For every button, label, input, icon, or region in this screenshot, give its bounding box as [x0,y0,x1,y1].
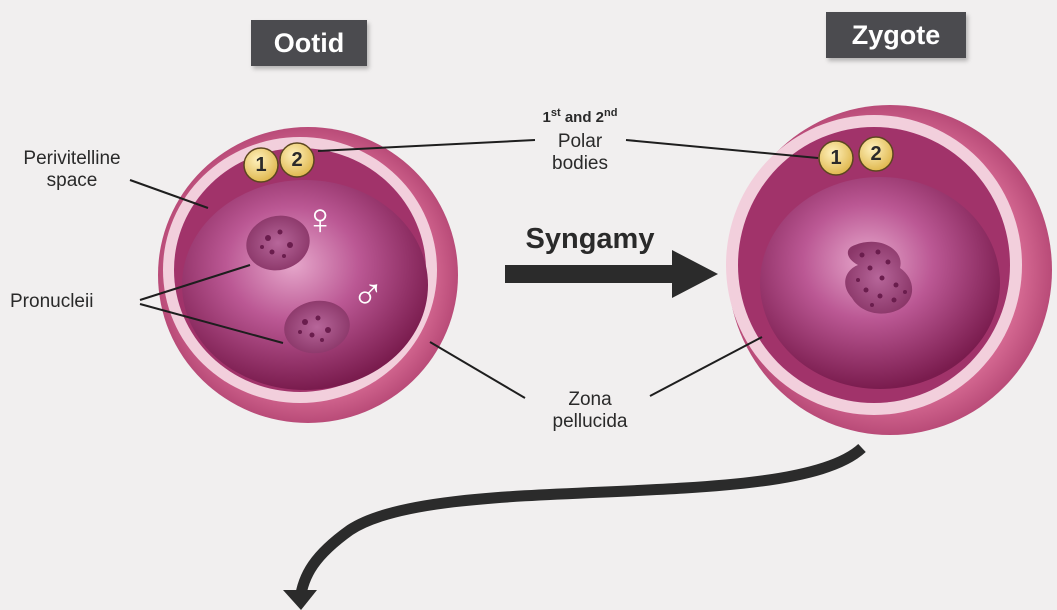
zygote-polar-number-2: 2 [866,143,886,165]
pronucleii-label: Pronucleii [10,291,132,313]
polar-bodies-order: 1st and 2nd [505,102,655,129]
syngamy-label: Syngamy [515,222,665,256]
zygote-polar-number-1: 1 [826,147,846,169]
continuation-arrow [300,448,862,600]
female-symbol: ♀ [300,195,340,245]
ootid-title: Ootid [251,20,367,66]
polar-bodies-line1: Polar [505,131,655,153]
ootid-polar-number-2: 2 [287,149,307,171]
polar-bodies-label: 1st and 2nd Polar bodies [505,102,655,175]
perivitelline-label: Perivitelline space [4,148,140,192]
zygote-title: Zygote [826,12,966,58]
continuation-arrowhead [283,590,317,610]
perivitelline-label-line2: space [4,170,140,192]
zona-pellucida-label: Zona pellucida [520,389,660,433]
zona-leader-right [650,337,762,396]
male-symbol: ♂ [348,270,388,320]
syngamy-arrow [505,250,718,298]
zona-label-line2: pellucida [520,411,660,433]
zona-leader-left [430,342,525,398]
perivitelline-label-line1: Perivitelline [4,148,140,170]
zona-label-line1: Zona [520,389,660,411]
polar-bodies-line2: bodies [505,153,655,175]
ootid-polar-number-1: 1 [251,154,271,176]
ootid-cell [158,127,458,423]
